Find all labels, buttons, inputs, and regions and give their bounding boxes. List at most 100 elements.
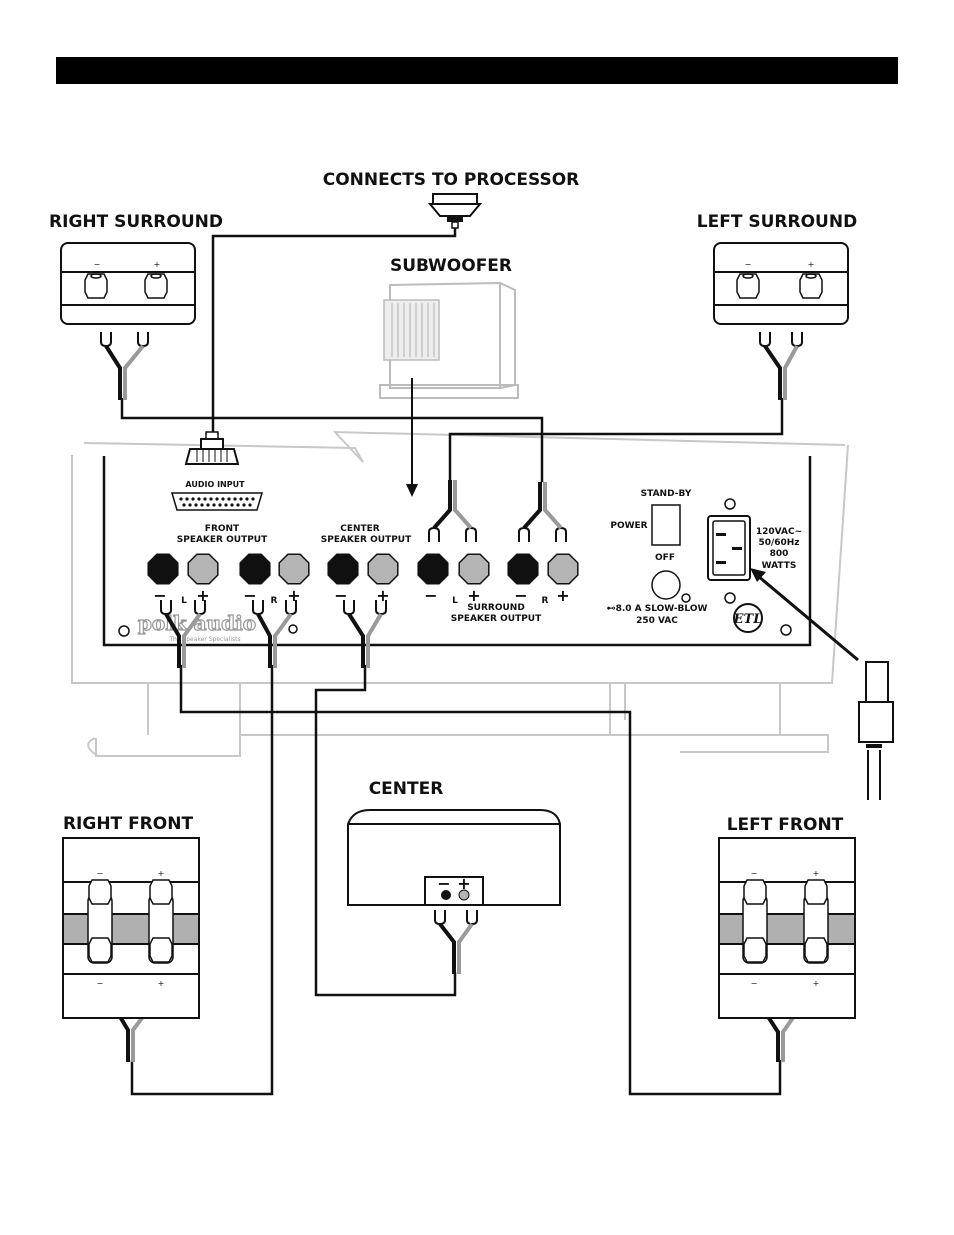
db25-pin [245,497,249,501]
db25-pin [206,503,210,507]
fuse-label-2: 250 VAC [636,616,678,626]
surround-right-plus-fork [555,526,567,542]
amplifier-rear-panel [102,456,812,647]
minus-terminal [327,553,359,585]
db25-pin [182,503,186,507]
center-plus-wire [457,922,474,974]
rf-minus-bottom: − [97,979,104,988]
header-bar [56,57,898,84]
mounting-holes [118,498,792,637]
right-front-label: RIGHT FRONT [63,814,193,834]
surround-left-plus-fork [465,526,477,542]
front-r-letter: R [271,596,278,606]
plus-terminal [458,553,490,585]
audio-input-label: AUDIO INPUT [185,480,245,489]
center-output-label-2: SPEAKER OUTPUT [321,535,412,545]
processor-label: CONNECTS TO PROCESSOR [323,170,580,190]
db25-pin [197,497,201,501]
rf-plus-bottom: + [158,979,165,988]
db25-pin [248,503,252,507]
center-out-plus-wire [366,612,383,668]
left-front-minus-wire [763,1010,780,1062]
surround-left-plus-wire [453,480,473,530]
power-inlet: 120VAC~ 50/60Hz 800 WATTS [707,515,802,581]
center-label: CENTER [369,779,444,799]
front-right-plus-wire [273,612,293,668]
surr-l-plus: + [467,586,480,605]
db25-pin [209,497,213,501]
front-left-plus-wire [182,612,202,668]
db25-pin [239,497,243,501]
db25-pin [185,497,189,501]
db25-pin [188,503,192,507]
left-surround-plus-fork [791,332,803,348]
surround-output-label-1: SURROUND [467,603,525,613]
surr-r-plus: + [556,586,569,605]
surround-output-label-2: SPEAKER OUTPUT [451,614,542,624]
right-surround-plus-fork [137,332,149,348]
subwoofer-label: SUBWOOFER [390,256,512,276]
center-out-minus-wire [347,612,365,668]
fuse-holder: ⊷8.0 A SLOW-BLOW 250 VAC [607,570,708,626]
surround-right-minus-fork [518,526,530,542]
audio-input-connector: AUDIO INPUT [170,480,264,511]
db25-pin [251,497,255,501]
center-output-label-1: CENTER [340,524,380,534]
center-plus-fork [466,910,478,926]
left-surround-minus-wire [763,344,782,400]
center-minus-wire [438,922,456,974]
etl-text: ETL [733,612,763,627]
polk-audio-logo: polk audio [138,611,256,635]
center-spk-minus: − [437,874,450,893]
front-left-minus-wire [164,612,181,668]
surround-left-minus-wire [432,480,452,530]
panel-plug-icon [184,431,240,465]
subwoofer-arrow [406,378,418,497]
rf-minus-top: − [97,869,104,878]
right-surround-speaker: − + [60,242,196,325]
rs-plus: + [154,260,161,269]
minus-terminal [147,553,179,585]
speaker-wire-forks [100,332,803,1062]
minus-terminal [239,553,271,585]
ls-plus: + [808,260,815,269]
db25-pin [242,503,246,507]
fuse-label-1: ⊷8.0 A SLOW-BLOW [607,604,708,614]
front-r-minus: − [243,586,256,605]
db25-pin [212,503,216,507]
front-output-label-1: FRONT [205,524,240,534]
center-spk-plus: + [457,874,470,893]
db25-pin [230,503,234,507]
surround-left-minus-fork [428,526,440,542]
left-front-label: LEFT FRONT [727,815,844,835]
surr-r-minus: − [514,586,527,605]
minus-terminal [417,553,449,585]
rating-line-1: 120VAC~ [756,527,802,537]
lf-plus-top: + [813,869,820,878]
right-surround-label: RIGHT SURROUND [49,212,223,232]
left-front-plus-wire [781,1010,799,1062]
surr-r-letter: R [542,596,549,606]
rf-plus-top: + [158,869,165,878]
rating-line-4: WATTS [762,561,797,571]
right-front-speaker: − + − + [62,837,200,1019]
left-surround-minus-fork [759,332,771,348]
ls-minus: − [745,260,752,269]
front-l-minus: − [153,586,166,605]
db25-pin [215,497,219,501]
surround-right-plus-wire [543,482,563,530]
db25-pin [194,503,198,507]
db25-pin [233,497,237,501]
center-minus-fork [434,910,446,926]
db25-pin [200,503,204,507]
surround-right-minus-wire [522,482,542,530]
etl-cert-icon: ETL [733,603,763,633]
db25-pin [179,497,183,501]
power-label: POWER [610,521,647,531]
processor-connector-icon [427,193,483,229]
left-front-speaker: − + − + [718,837,856,1019]
left-surround-label: LEFT SURROUND [697,212,857,232]
plus-terminal [547,553,579,585]
left-surround-plus-wire [783,345,799,400]
